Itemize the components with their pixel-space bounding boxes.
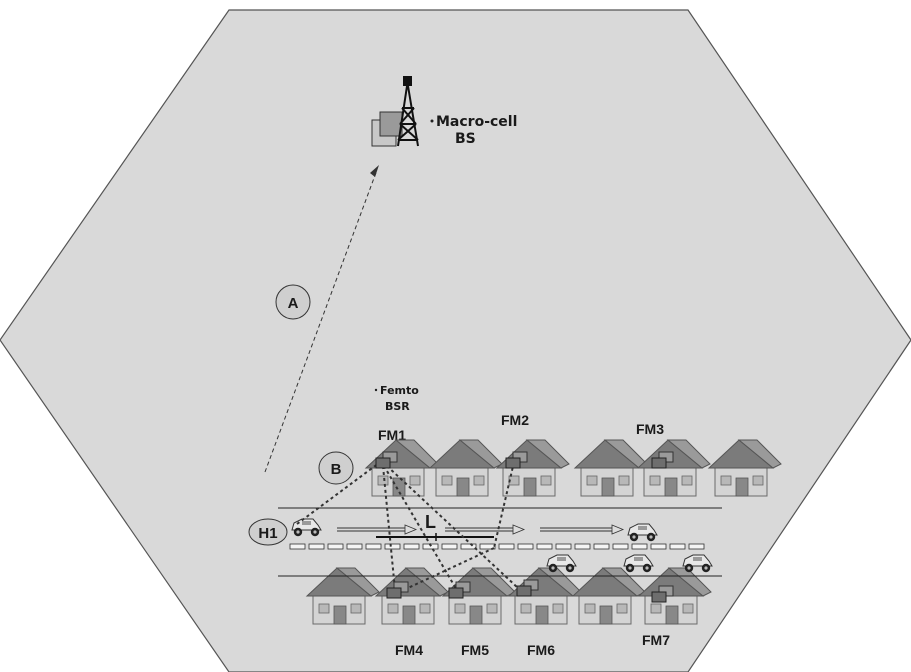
bullet-icon bbox=[430, 119, 434, 123]
movement-arrow bbox=[337, 524, 418, 535]
fm2-label: FM2 bbox=[501, 412, 529, 428]
macro-cell-label: Macro-cell bbox=[436, 114, 517, 130]
fm7-label: FM7 bbox=[642, 632, 670, 648]
arrowhead-icon bbox=[370, 165, 379, 177]
lane-divider bbox=[289, 543, 705, 550]
badge-b: B bbox=[318, 451, 354, 485]
macro-cell-hexagon bbox=[0, 9, 911, 672]
signal-links bbox=[296, 459, 519, 595]
movement-arrow bbox=[445, 524, 526, 535]
badge-b-label: B bbox=[331, 461, 342, 478]
path-a-arrow bbox=[264, 169, 378, 473]
l-label: L bbox=[425, 512, 436, 532]
femto-label: Femto bbox=[380, 384, 419, 397]
fm3-label: FM3 bbox=[636, 421, 664, 437]
cell-tower-icon bbox=[371, 76, 419, 147]
fm6-label: FM6 bbox=[527, 642, 555, 658]
badge-a: A bbox=[275, 284, 311, 320]
bullet-icon bbox=[374, 388, 378, 392]
movement-arrow bbox=[540, 524, 625, 535]
bsr-label: BSR bbox=[385, 400, 410, 413]
fm5-label: FM5 bbox=[461, 642, 489, 658]
badge-h1: H1 bbox=[248, 518, 288, 546]
badge-a-label: A bbox=[288, 295, 299, 312]
fm4-label: FM4 bbox=[395, 642, 423, 658]
fm1-label: FM1 bbox=[378, 427, 406, 443]
bs-label: BS bbox=[455, 131, 476, 147]
badge-h1-label: H1 bbox=[258, 525, 277, 542]
